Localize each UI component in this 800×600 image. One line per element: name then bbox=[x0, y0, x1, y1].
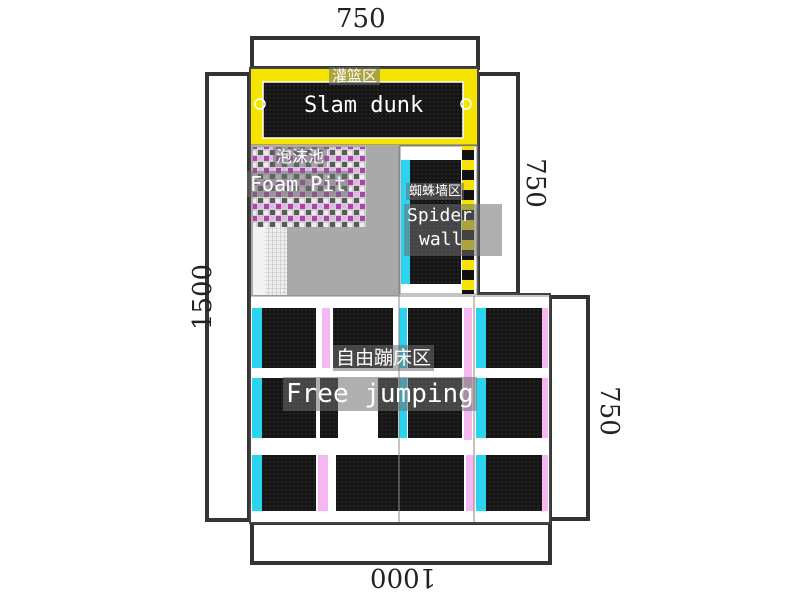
trampoline-large bbox=[336, 455, 464, 511]
spider-wall-label-zh: 蜘蛛墙区 bbox=[406, 183, 465, 200]
spider-wall-label-en-1: Spider bbox=[407, 205, 473, 226]
dim-top-label: 750 bbox=[336, 4, 386, 34]
foam-pit-label-en: Foam Pit bbox=[247, 171, 350, 197]
hoop-left bbox=[254, 98, 266, 110]
trampoline bbox=[262, 455, 316, 511]
foam-pit-label-zh: 泡沫池 bbox=[273, 147, 328, 167]
hoop-right bbox=[460, 98, 472, 110]
spider-wall-label-box: Spider wall bbox=[404, 204, 502, 256]
foam-pit-deck bbox=[253, 227, 265, 295]
trampoline bbox=[262, 308, 316, 368]
spider-wall-label-en-2: wall bbox=[419, 229, 463, 250]
free-jumping-label-en: Free jumping bbox=[283, 377, 477, 411]
dim-bottom-label: 1000 bbox=[370, 562, 437, 592]
slam-dunk-label-en: Slam dunk bbox=[304, 93, 424, 118]
trampoline bbox=[486, 308, 542, 368]
trampoline bbox=[486, 455, 542, 511]
slam-dunk-label-zh: 灌篮区 bbox=[329, 67, 381, 85]
dim-left-label: 1500 bbox=[188, 263, 219, 331]
slam-dunk-mat bbox=[262, 81, 464, 139]
free-jumping-label-zh: 自由蹦床区 bbox=[333, 345, 435, 371]
dim-right-upper-label: 750 bbox=[519, 158, 550, 208]
trampoline bbox=[486, 378, 542, 438]
dim-right-lower-label: 750 bbox=[593, 386, 624, 436]
